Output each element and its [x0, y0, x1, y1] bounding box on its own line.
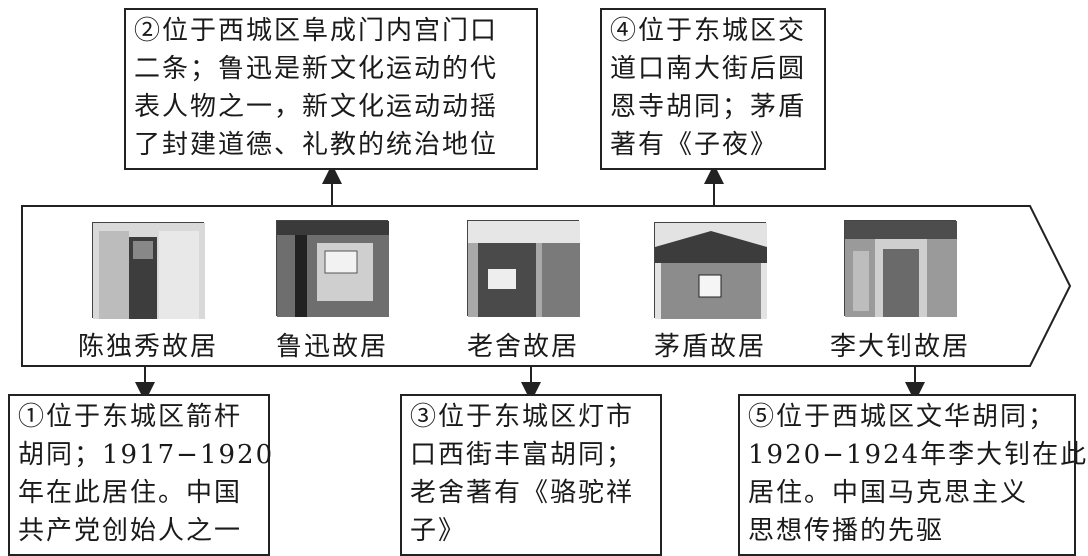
house-label-mao: 茅盾故居 [653, 332, 766, 362]
house-label-lu: 鲁迅故居 [275, 332, 388, 362]
note-1-line-2: 胡同；1917−1920 [18, 440, 275, 470]
note-2-line-1: ②位于西城区阜成门内宫门口 [134, 16, 499, 46]
note-4-line-3: 恩寺胡同；茅盾 [610, 92, 807, 122]
house-photo-lu [276, 220, 389, 317]
note-3-line-3: 老舍著有《骆驼祥 [410, 478, 635, 508]
note-box-4: ④位于东城区交 道口南大街后圆 恩寺胡同；茅盾 著有《子夜》 [600, 8, 826, 170]
note-5-line-1: ⑤位于西城区文华胡同； [748, 402, 1057, 432]
house-photo-chen [92, 222, 205, 319]
note-box-2: ②位于西城区阜成门内宫门口 二条；鲁迅是新文化运动的代 表人物之一，新文化运动动… [124, 8, 538, 170]
note-3-line-1: ③位于东城区灯市 [410, 402, 635, 432]
note-2-line-2: 二条；鲁迅是新文化运动的代 [134, 54, 499, 84]
note-1-line-1: ①位于东城区箭杆 [18, 402, 243, 432]
note-4-line-1: ④位于东城区交 [610, 16, 807, 46]
note-1-line-4: 共产党创始人之一 [18, 516, 243, 546]
note-5-line-2: 1920−1924年李大钊在此 [748, 440, 1088, 470]
note-3-line-2: 口西街丰富胡同； [410, 440, 635, 470]
note-4-line-2: 道口南大街后圆 [610, 54, 807, 84]
house-label-li: 李大钊故居 [829, 332, 970, 362]
note-1-line-3: 年在此居住。中国 [18, 478, 243, 508]
house-photo-mao [654, 222, 767, 319]
house-label-lao: 老舍故居 [466, 332, 579, 362]
note-box-5: ⑤位于西城区文华胡同； 1920−1924年李大钊在此 居住。中国马克思主义 思… [738, 394, 1088, 556]
note-2-line-3: 表人物之一，新文化运动动摇 [134, 92, 499, 122]
note-box-1: ①位于东城区箭杆 胡同；1917−1920 年在此居住。中国 共产党创始人之一 [8, 394, 275, 556]
note-3-line-4: 子》 [410, 516, 467, 546]
house-label-chen: 陈独秀故居 [77, 332, 218, 362]
house-photo-lao [467, 220, 580, 317]
note-box-3: ③位于东城区灯市 口西街丰富胡同； 老舍著有《骆驼祥 子》 [400, 394, 662, 556]
note-4-line-4: 著有《子夜》 [610, 130, 779, 160]
house-photo-li [844, 220, 957, 317]
note-5-line-3: 居住。中国马克思主义 [748, 478, 1029, 508]
note-2-line-4: 了封建道德、礼教的统治地位 [134, 130, 499, 160]
note-5-line-4: 思想传播的先驱 [748, 516, 945, 546]
